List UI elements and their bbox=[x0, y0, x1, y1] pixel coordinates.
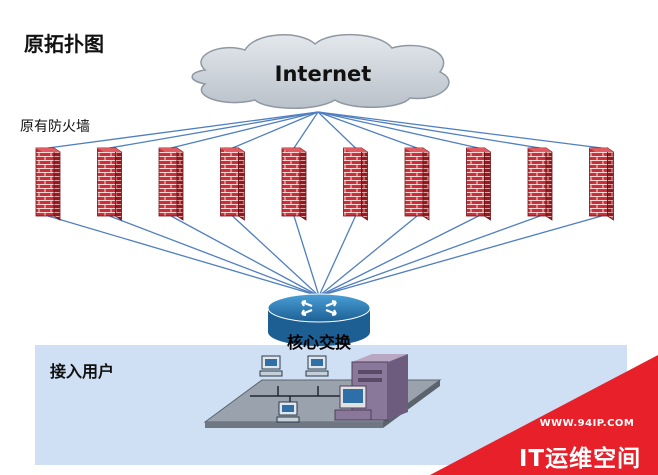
core-switch-label: 核心交换 bbox=[286, 333, 351, 352]
uplink-line bbox=[317, 111, 602, 149]
uplink-line bbox=[47, 111, 319, 149]
uplink-line bbox=[109, 111, 319, 149]
uplink-line bbox=[293, 111, 319, 149]
firewall-icon bbox=[404, 147, 430, 221]
uplink-line bbox=[317, 111, 541, 149]
uplink-line bbox=[170, 111, 319, 149]
uplink-line bbox=[232, 111, 319, 149]
downlink-line bbox=[109, 215, 320, 297]
firewall-icon bbox=[35, 147, 61, 221]
downlink-line bbox=[318, 215, 602, 297]
downlink-line bbox=[318, 215, 541, 297]
access-zone-label: 接入用户 bbox=[50, 362, 115, 381]
workstation-computer bbox=[259, 355, 283, 377]
router-arrows-icon bbox=[301, 299, 337, 317]
firewall-icon bbox=[97, 147, 122, 221]
firewall-icon bbox=[466, 147, 491, 221]
uplink-line bbox=[317, 111, 356, 149]
firewall-icon bbox=[220, 147, 245, 221]
firewall-icon bbox=[343, 147, 368, 221]
uplink-line bbox=[317, 111, 418, 149]
firewall-icon bbox=[158, 147, 184, 221]
downlink-line bbox=[318, 215, 357, 297]
internet-label: Internet bbox=[274, 62, 372, 86]
watermark-url: WWW.94IP.COM bbox=[539, 418, 635, 429]
firewall-core-links bbox=[47, 215, 602, 297]
watermark-badge bbox=[430, 355, 658, 475]
workstation-computer bbox=[276, 401, 300, 423]
downlink-line bbox=[318, 215, 418, 297]
core-switch-router bbox=[267, 293, 371, 346]
downlink-line bbox=[318, 215, 479, 297]
firewall-icon bbox=[589, 147, 614, 221]
downlink-line bbox=[232, 215, 320, 297]
firewall-icon bbox=[281, 147, 307, 221]
workstation-computer bbox=[305, 355, 329, 377]
page-title: 原拓扑图 bbox=[24, 32, 104, 56]
server-workstation bbox=[334, 354, 408, 421]
firewall-group-label: 原有防火墙 bbox=[20, 119, 90, 135]
firewall-row bbox=[35, 147, 614, 221]
firewall-icon bbox=[527, 147, 553, 221]
internet-firewall-links bbox=[47, 111, 602, 149]
internet-cloud bbox=[191, 34, 450, 109]
downlink-line bbox=[293, 215, 320, 297]
uplink-line bbox=[317, 111, 479, 149]
watermark-brand: IT运维空间 bbox=[518, 446, 642, 472]
downlink-line bbox=[47, 215, 320, 297]
downlink-line bbox=[170, 215, 320, 297]
